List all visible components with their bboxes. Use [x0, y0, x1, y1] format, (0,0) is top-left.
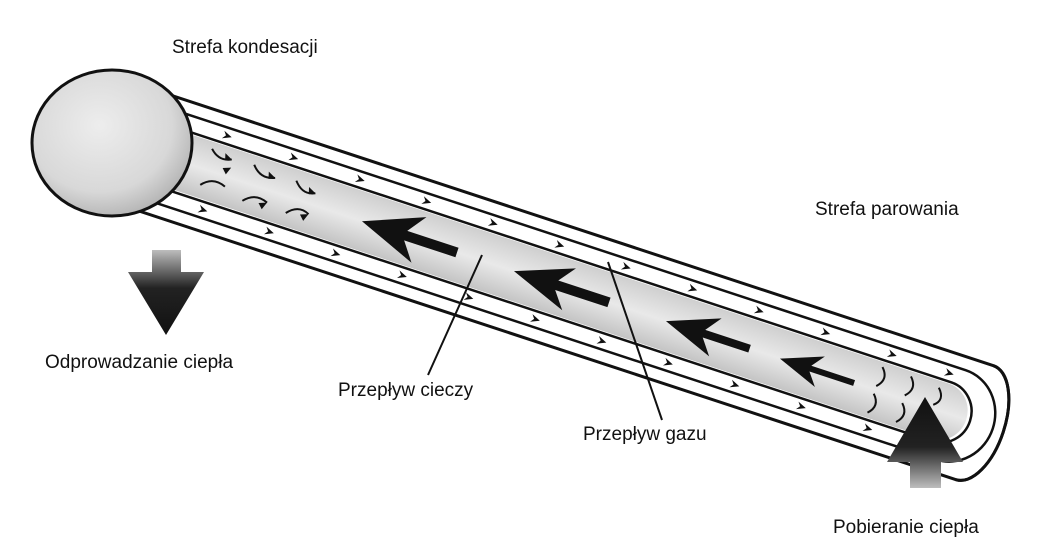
vapor-arrow-4 [779, 356, 856, 387]
vapor-arrow-1 [361, 217, 459, 263]
label-gas-flow: Przepływ gazu [583, 424, 707, 445]
label-liquid-flow: Przepływ cieczy [338, 380, 474, 401]
condenser-sphere [30, 68, 194, 218]
liquid-flow-arrows-top [221, 130, 954, 376]
gas-flow-leader [607, 261, 663, 421]
heat-pipe [94, 81, 1011, 482]
condensation-arrowheads [222, 153, 316, 221]
label-heat-removal: Odprowadzanie ciepła [45, 352, 234, 373]
label-condensation-zone: Strefa kondesacji [172, 37, 318, 58]
arrow-down-icon [128, 250, 204, 335]
arrow-up-icon [887, 397, 963, 488]
evaporation-arrows [866, 366, 943, 431]
liquid-flow-leader [427, 254, 483, 376]
vapor-arrow-3 [665, 318, 751, 357]
label-evaporation-zone: Strefa parowania [815, 199, 959, 220]
vapor-arrow-2 [513, 268, 611, 311]
pipe-end-cap [955, 364, 1011, 482]
label-heat-intake: Pobieranie ciepła [833, 517, 979, 538]
vapor-flow-arrows [361, 217, 856, 387]
